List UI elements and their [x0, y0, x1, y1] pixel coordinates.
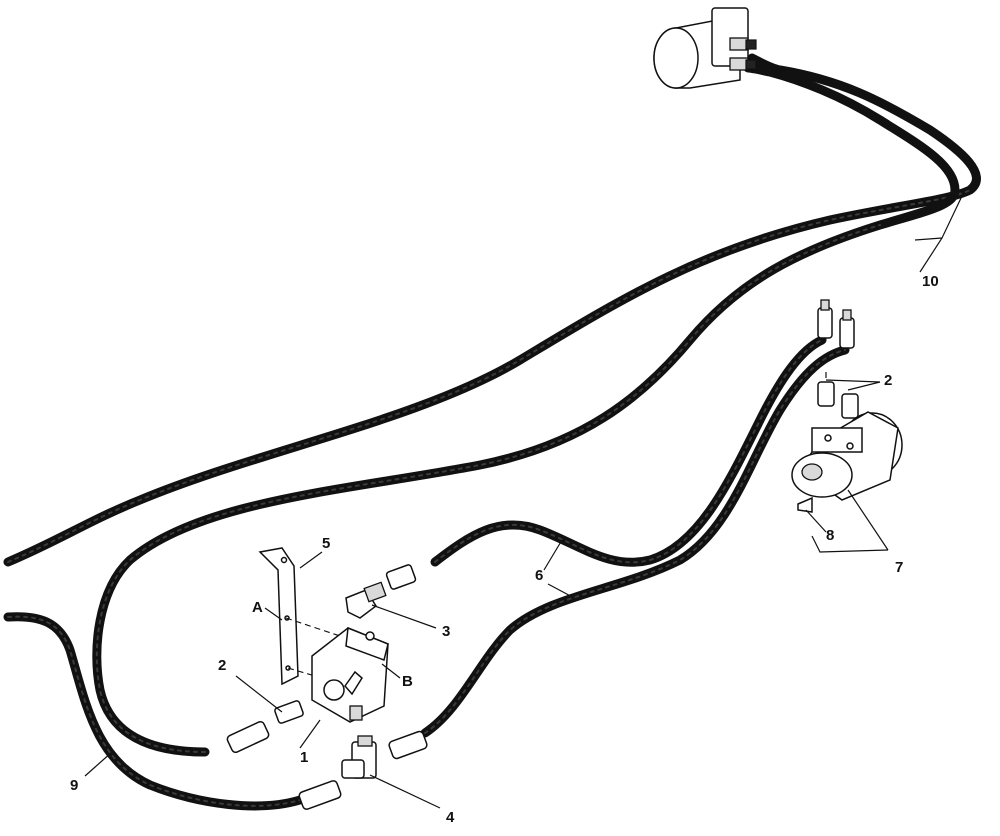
tee-fitting-4 [298, 730, 428, 810]
fitting-3 [345, 564, 417, 619]
callout-8: 8 [826, 527, 834, 544]
callout-B: B [402, 673, 413, 690]
leader-lines [84, 195, 963, 809]
callout-1: 1 [300, 749, 308, 766]
hose-10-outer [3, 53, 981, 567]
hose-6-upper [430, 335, 827, 567]
callout-9: 9 [70, 777, 78, 794]
callout-2-lower: 2 [218, 657, 226, 674]
callout-7: 7 [895, 559, 903, 576]
hose-end-left [226, 720, 270, 754]
fitting-2-lower [274, 700, 304, 724]
fittings-2-upper [817, 372, 859, 419]
motor-7 [791, 411, 903, 501]
callout-5: 5 [322, 535, 330, 552]
bracket-5 [258, 547, 299, 686]
callout-2-upper: 2 [884, 372, 892, 389]
callout-10: 10 [922, 273, 939, 290]
hose-6-lower [420, 345, 850, 738]
hose-9 [3, 612, 305, 811]
hose-end-fittings-top [817, 299, 855, 349]
callout-A: A [252, 599, 263, 616]
top-motor [653, 7, 757, 89]
callout-6: 6 [535, 567, 543, 584]
valve-1 [311, 626, 389, 723]
callout-3: 3 [442, 623, 450, 640]
assembly-dash-lines [285, 617, 341, 677]
hose-10-inner [92, 63, 960, 757]
key-8 [797, 496, 813, 513]
callout-4: 4 [446, 809, 455, 826]
